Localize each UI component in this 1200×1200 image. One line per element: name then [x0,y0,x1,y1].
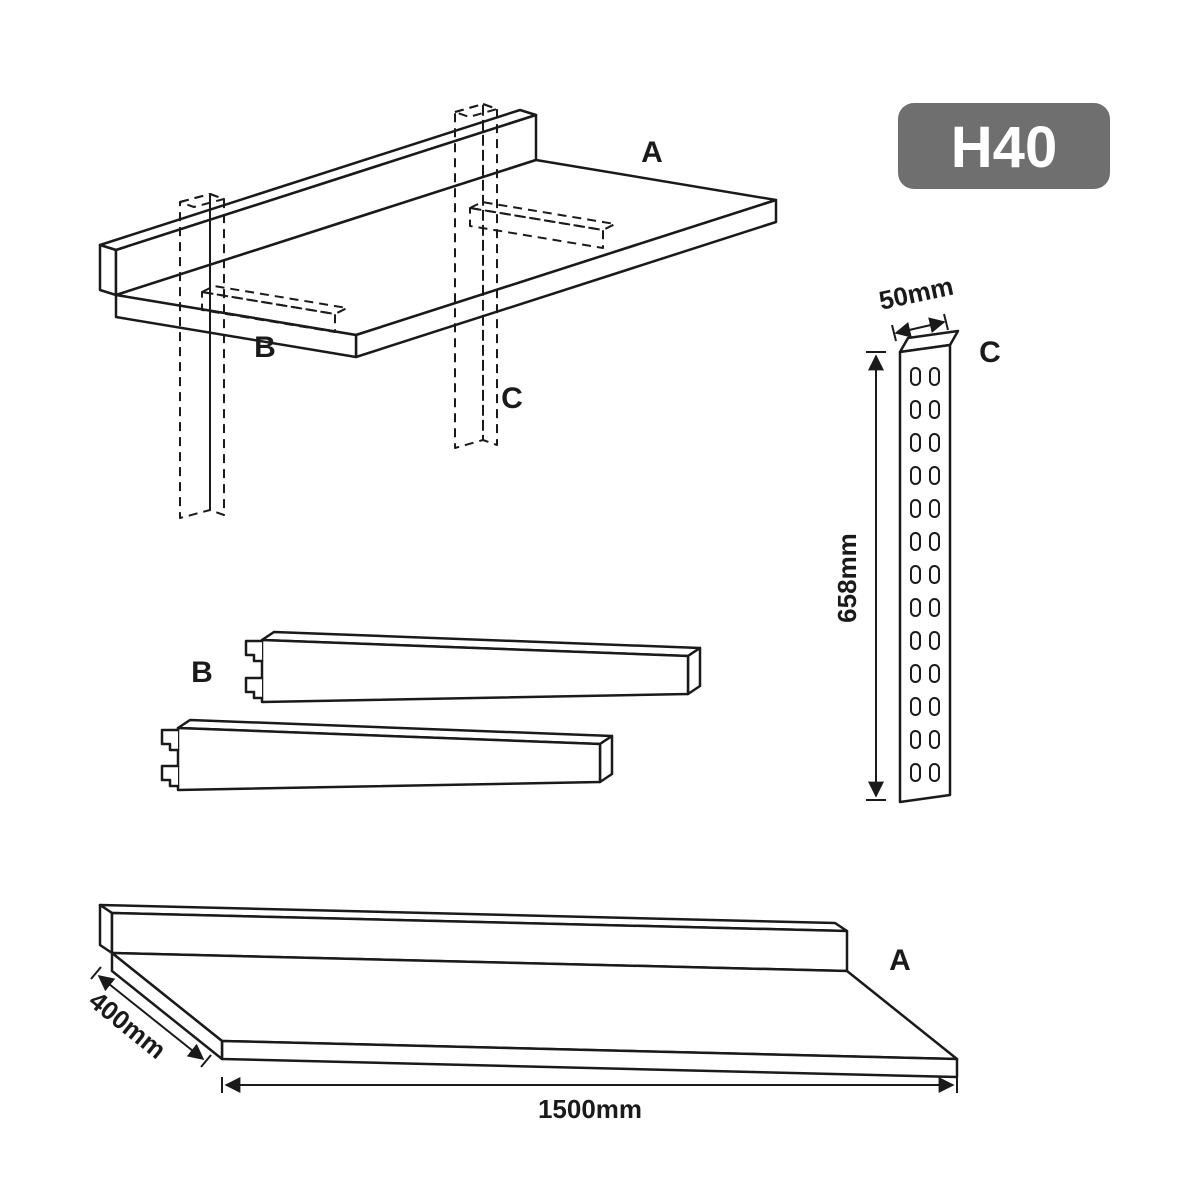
bracket-upper-hook-top [244,639,264,663]
shelf2-backsplash-left [98,903,114,955]
bracket-lower-hook-bottom [160,764,180,788]
model-badge: H40 [898,103,1110,189]
label-rail-c: C [501,382,523,415]
hidden-bracket-left [201,285,348,333]
hidden-rail-right [454,103,498,449]
backsplash-left-face [98,243,118,297]
rail-width-dimension: 50mm [876,271,956,342]
bracket-upper [244,630,702,704]
assembly-shelf [98,108,778,359]
shelf-length-dimension: 1500mm [221,1077,958,1124]
badge-background [898,103,1110,189]
hidden-bracket-right [469,201,616,249]
label-rail-detail-c: C [979,336,1001,369]
label-shelf-a: A [641,136,663,169]
bracket-upper-hook-bottom [244,676,264,700]
label-bracket-detail-b: B [191,656,213,689]
badge-text: H40 [951,115,1057,180]
rail-width-text: 50mm [876,271,956,316]
label-shelf-detail-a: A [889,944,911,977]
assembly-view: A B C [98,103,778,519]
shelf-detail: A 400mm 1500mm [83,903,959,1124]
hidden-rail-left [179,193,225,519]
bracket-lower-hook-top [160,728,180,752]
rail-slots [903,362,947,791]
bracket-detail: B [160,630,702,792]
rail-detail: 50mm 658mm C [832,271,1001,804]
rail-height-text: 658mm [832,533,862,623]
rail-height-dimension: 658mm [832,351,886,801]
bracket-lower [160,718,614,792]
shelf-length-text: 1500mm [538,1094,642,1124]
label-bracket-b: B [254,331,276,364]
